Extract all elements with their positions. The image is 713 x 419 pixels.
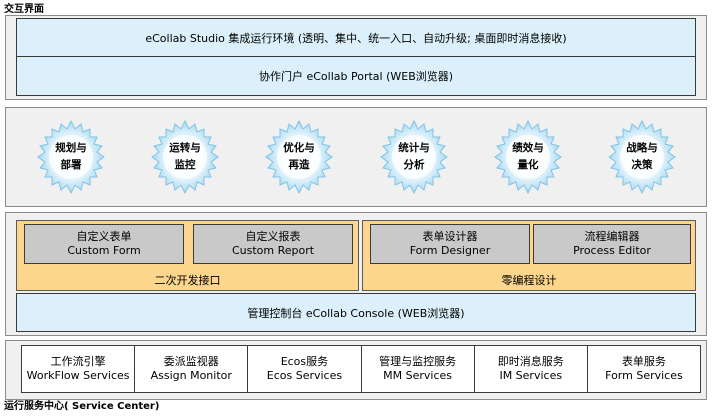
gear-label-line1: 战略与 [626,142,658,154]
gear-performance-quantify: 绩效与量化 [490,119,566,199]
service-cn: 管理与监控服务 [379,355,457,368]
custom-report-en: Custom Report [231,244,315,257]
service-mm: 管理与监控服务 MM Services [362,346,475,392]
interaction-section: eCollab Studio 集成运行环境 (透明、集中、统一入口、自动升级; … [5,15,707,100]
zero-code-panel: 表单设计器 Form Designer 流程编辑器 Process Editor… [362,220,696,291]
form-designer-en: Form Designer [409,244,491,257]
console-text: 管理控制台 eCollab Console (WEB浏览器) [247,306,465,320]
development-section: 自定义表单 Custom Form 自定义报表 Custom Report 二次… [5,212,707,336]
process-editor-cn: 流程编辑器 [584,230,640,243]
service-en: Assign Monitor [150,369,232,382]
gear-statistics-analysis: 统计与分析 [376,119,452,199]
gear-operation-monitor: 运转与监控 [147,119,223,199]
gear-label-line1: 优化与 [283,142,315,154]
gear-label-line1: 绩效与 [512,142,544,154]
service-cn: Ecos服务 [280,355,329,368]
gear-label-line1: 运转与 [169,142,201,154]
service-en: IM Services [499,369,563,382]
gear-label-line1: 规划与 [55,142,87,154]
studio-box: eCollab Studio 集成运行环境 (透明、集中、统一入口、自动升级; … [16,18,696,57]
form-designer-box: 表单设计器 Form Designer [370,224,530,264]
custom-report-cn: 自定义报表 [245,230,301,243]
custom-report-box: 自定义报表 Custom Report [193,224,353,264]
gear-optimize-reengineer: 优化与再造 [261,119,337,199]
service-en: Ecos Services [266,369,343,382]
gear-strategy-decision: 战略与决策 [604,119,680,199]
service-cn: 委派监视器 [163,355,219,368]
service-assign-monitor: 委派监视器 Assign Monitor [135,346,249,392]
portal-text: 协作门户 eCollab Portal (WEB浏览器) [258,70,454,83]
gear-label-line2: 决策 [631,159,653,171]
gear-label-line2: 监控 [174,159,196,171]
service-im: 即时消息服务 IM Services [475,346,588,392]
service-cn: 即时消息服务 [497,355,564,368]
gear-label-line2: 分析 [403,159,425,171]
service-workflow: 工作流引擎 WorkFlow Services [22,346,136,392]
portal-box: 协作门户 eCollab Portal (WEB浏览器) [16,56,696,96]
console-box: 管理控制台 eCollab Console (WEB浏览器) [16,293,696,332]
gear-label-line2: 再造 [288,159,310,171]
business-section: 规划与部署 运转与监控 优化与再造 统计与分析 绩效与量化 战略与决策 [5,107,707,207]
service-cn: 表单服务 [621,355,666,368]
service-ecos: Ecos服务 Ecos Services [248,346,362,392]
secondary-dev-panel: 自定义表单 Custom Form 自定义报表 Custom Report 二次… [16,220,359,291]
services-section-label: 运行服务中心( Service Center) [4,401,160,412]
custom-form-box: 自定义表单 Custom Form [24,224,184,264]
service-en: MM Services [383,369,453,382]
zero-code-title: 零编程设计 [501,274,557,287]
gear-label-line2: 量化 [517,159,539,171]
service-form: 表单服务 Form Services [588,346,700,392]
custom-form-en: Custom Form [67,244,141,257]
gear-label-line2: 部署 [60,159,82,171]
custom-form-cn: 自定义表单 [76,230,132,243]
service-en: Form Services [605,369,683,382]
gear-label-line1: 统计与 [398,142,430,154]
process-editor-box: 流程编辑器 Process Editor [533,224,691,264]
service-en: WorkFlow Services [26,369,130,382]
studio-text: eCollab Studio 集成运行环境 (透明、集中、统一入口、自动升级; … [145,31,567,45]
interaction-section-label: 交互界面 [4,4,44,15]
service-cn: 工作流引擎 [50,355,106,368]
secondary-dev-title: 二次开发接口 [154,274,221,287]
services-section: 工作流引擎 WorkFlow Services 委派监视器 Assign Mon… [5,340,707,400]
form-designer-cn: 表单设计器 [422,230,478,243]
process-editor-en: Process Editor [573,244,651,257]
gear-planning-deploy: 规划与部署 [33,119,109,199]
services-row: 工作流引擎 WorkFlow Services 委派监视器 Assign Mon… [21,345,701,393]
